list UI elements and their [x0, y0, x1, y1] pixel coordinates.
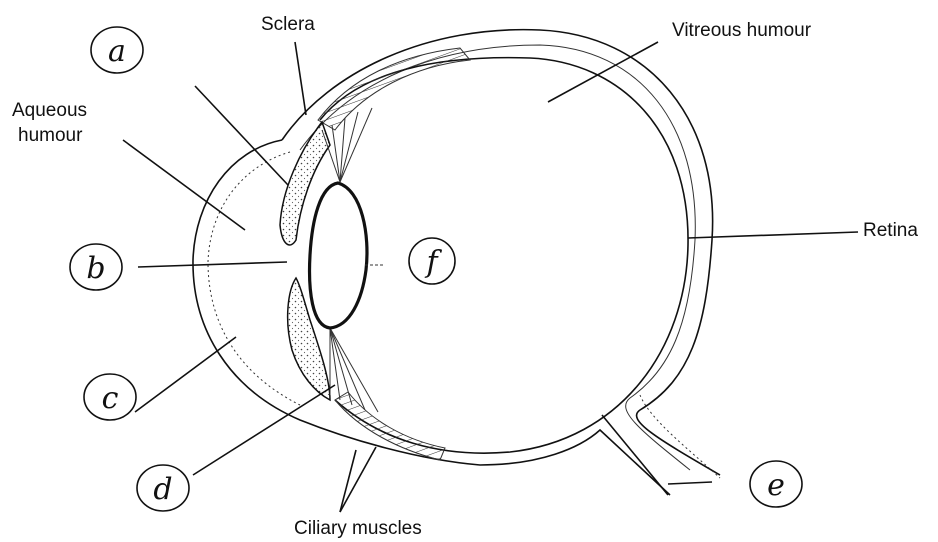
- label-ciliary: Ciliary muscles: [294, 518, 422, 539]
- ciliary-top: [318, 48, 470, 130]
- marker-a-text: a: [108, 34, 126, 69]
- optic-nerve-inner: [640, 395, 720, 478]
- marker-d-text: d: [153, 472, 172, 507]
- marker-e: e: [750, 461, 802, 507]
- leader-c: [135, 337, 236, 412]
- label-vitreous: Vitreous humour: [672, 20, 812, 41]
- leader-b: [138, 262, 287, 267]
- leader-d: [193, 385, 335, 475]
- marker-c-text: c: [102, 381, 119, 416]
- leader-ciliary-2: [340, 447, 376, 512]
- label-aqueous-2: humour: [18, 125, 83, 146]
- leader-sclera: [295, 42, 306, 115]
- leader-vitreous: [548, 42, 658, 102]
- leader-e: [668, 482, 712, 484]
- label-sclera: Sclera: [261, 14, 315, 35]
- marker-c: c: [84, 374, 136, 420]
- retina-outline: [320, 58, 688, 453]
- label-aqueous-1: Aqueous: [12, 100, 87, 121]
- marker-e-text: e: [767, 468, 785, 503]
- optic-nerve: [602, 415, 668, 495]
- leader-ciliary-1: [340, 450, 356, 512]
- marker-d: d: [137, 465, 189, 511]
- cornea-outline: [193, 140, 670, 495]
- marker-b: b: [70, 244, 122, 290]
- marker-b-text: b: [86, 251, 105, 286]
- leader-retina: [688, 232, 858, 238]
- leader-aqueous: [123, 140, 245, 230]
- lens: [310, 183, 367, 328]
- leader-a: [195, 86, 288, 185]
- marker-a: a: [91, 27, 143, 73]
- marker-f: f: [409, 238, 455, 284]
- marker-f-text: f: [424, 245, 442, 280]
- label-retina: Retina: [863, 220, 918, 241]
